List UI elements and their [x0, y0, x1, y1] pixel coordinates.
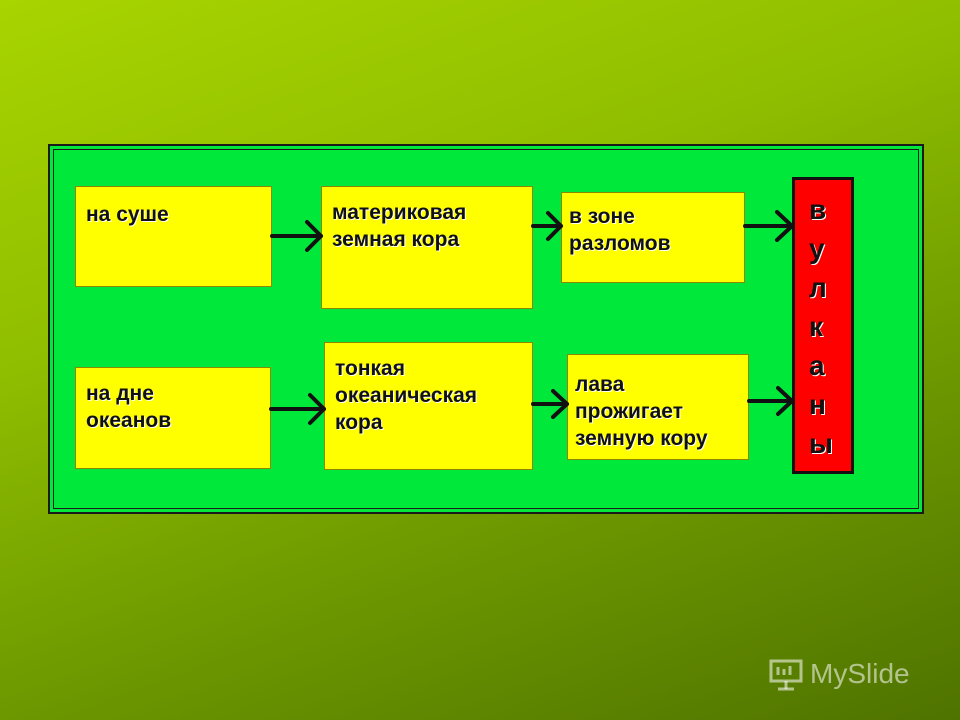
- volcano-letter-5: а: [809, 350, 825, 381]
- arrow-row1-2: [531, 211, 563, 241]
- arrow-row2-1: [269, 393, 326, 425]
- box-fault-zone-line-2: разломов: [569, 232, 671, 255]
- box-lava-line-2: прожигает: [575, 400, 683, 423]
- box-ocean-floor-line-2: океанов: [86, 409, 172, 432]
- box-fault-zone-line-1: в зоне: [569, 205, 635, 228]
- box-oceanic-crust: тонкая океаническая кора: [324, 342, 533, 470]
- arrow-row2-3: [747, 386, 794, 416]
- box-ocean-floor-line-1: на дне: [86, 382, 154, 405]
- box-on-land-line-1: на суше: [86, 203, 169, 226]
- box-continental-crust-line-1: материковая: [332, 201, 467, 224]
- box-lava: лава прожигает земную кору: [567, 354, 749, 460]
- arrow-row2-2: [531, 389, 569, 419]
- watermark-logo: MySlide: [768, 656, 948, 696]
- box-lava-line-1: лава: [575, 373, 625, 396]
- box-continental-crust: материковая земная кора: [321, 186, 533, 309]
- box-fault-zone: в зоне разломов: [561, 192, 745, 283]
- volcano-letter-2: у: [809, 233, 825, 264]
- volcano-letter-3: л: [809, 272, 827, 303]
- box-oceanic-crust-line-3: кора: [335, 411, 383, 434]
- box-lava-line-3: земную кору: [575, 427, 708, 450]
- box-oceanic-crust-line-1: тонкая: [335, 357, 405, 380]
- volcano-letter-6: н: [809, 389, 826, 420]
- volcano-letter-4: к: [809, 311, 824, 342]
- box-volcanoes: в у л к а н ы: [792, 177, 854, 474]
- presentation-board-icon: [769, 659, 803, 691]
- box-ocean-floor: на дне океанов: [75, 367, 271, 469]
- watermark-text: MySlide: [810, 658, 910, 689]
- arrow-row1-1: [270, 220, 323, 252]
- box-on-land: на суше: [75, 186, 272, 287]
- box-oceanic-crust-line-2: океаническая: [335, 384, 478, 407]
- box-continental-crust-line-2: земная кора: [332, 228, 460, 251]
- volcano-letter-7: ы: [809, 428, 833, 459]
- arrow-row1-3: [743, 210, 794, 242]
- volcano-letter-1: в: [809, 194, 827, 225]
